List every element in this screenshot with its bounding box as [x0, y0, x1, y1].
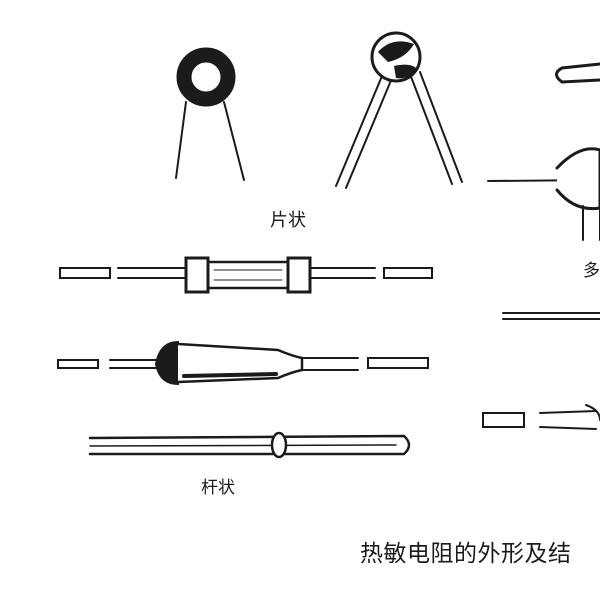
probe-glass-body: [557, 149, 600, 209]
disc-lead-right: [224, 102, 244, 180]
figure-caption: 热敏电阻的外形及结: [360, 534, 572, 568]
bead-lead-right: [410, 72, 462, 184]
rod1-body-lines: [214, 270, 282, 280]
rod2-head: [156, 342, 178, 384]
bead-thermistor: [336, 33, 462, 188]
partial-rod-2-end: [483, 413, 524, 427]
rod3-bulge: [272, 433, 286, 457]
rod2-body-shadow: [184, 374, 276, 376]
rod2-left-segment: [58, 360, 98, 368]
disc-ring: [184, 55, 228, 99]
rod1-right-cap: [288, 258, 310, 292]
rod1-left-segment: [60, 268, 110, 278]
rod2-right-segment: [368, 358, 428, 368]
disc-thermistor: [176, 55, 244, 180]
partial-rod-1: [503, 313, 600, 319]
right-partial-components: [483, 64, 600, 429]
partial-rod-2-bulge: [586, 405, 600, 420]
rod3-tube-center: [90, 445, 396, 446]
rod1-left-cap: [186, 258, 208, 292]
rod2-left-lead: [110, 360, 156, 368]
rod1-left-lead: [118, 268, 186, 278]
disc-lead-left: [176, 102, 186, 178]
rod-thermistor-tube: [90, 433, 409, 457]
partial-rod-2-body: [540, 411, 596, 429]
rod2-right-lead: [302, 358, 358, 370]
rod1-body: [208, 262, 288, 288]
rod1-right-segment: [384, 268, 432, 278]
rod-thermistor-capped: [60, 258, 432, 292]
label-partial: 多: [583, 256, 600, 281]
rod-thermistor-tapered: [58, 342, 428, 384]
glass-probe-tip: [557, 64, 600, 82]
bead-lead-left: [336, 76, 392, 188]
label-rod-type: 杆状: [201, 473, 235, 498]
label-disc-type: 片状: [270, 206, 306, 232]
rod1-right-lead: [310, 268, 375, 278]
